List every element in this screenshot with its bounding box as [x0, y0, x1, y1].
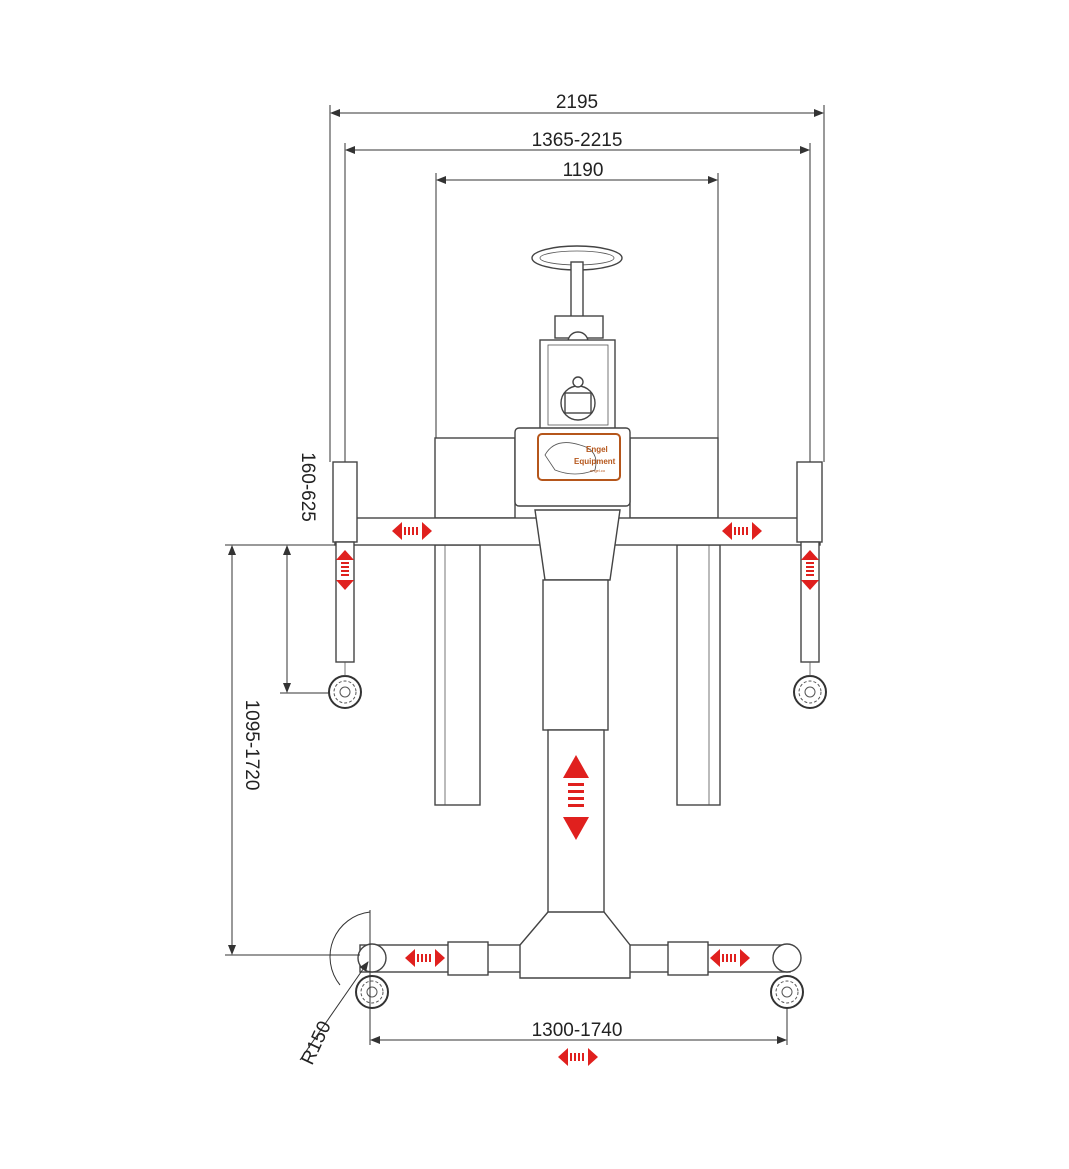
- logo-text-1: Engel: [586, 445, 608, 454]
- dim-label-r150: R150: [297, 1018, 335, 1068]
- outer-leg-left: [328, 461, 362, 709]
- dimension-lift-height: 1095-1720: [225, 544, 360, 956]
- outer-leg-right: [793, 461, 827, 709]
- steering-head: [531, 245, 623, 431]
- dim-label-leg-height: 160-625: [297, 452, 318, 522]
- dim-label-lift-height: 1095-1720: [241, 700, 262, 791]
- dim-label-2195: 2195: [556, 92, 598, 113]
- base-width-arrow-icon: [558, 1048, 598, 1066]
- dimension-base-width: 1300-1740: [370, 1008, 788, 1066]
- logo-tagline: engel.co: [590, 468, 606, 473]
- central-mast: [534, 509, 621, 916]
- logo-plate: Engel Equipment engel.co: [514, 427, 631, 507]
- logo-text-2: Equipment: [574, 457, 616, 466]
- dimension-overall-width: 2195: [329, 92, 825, 462]
- dim-label-1190: 1190: [563, 160, 604, 181]
- dimension-leg-height: 160-625: [280, 452, 335, 694]
- upper-frame: [434, 437, 721, 806]
- dim-label-leg-span: 1365-2215: [532, 130, 623, 151]
- lift-arrow-icon: [563, 755, 589, 840]
- dimension-leg-span: 1365-2215: [344, 130, 811, 462]
- base: [355, 911, 804, 1009]
- dim-label-base-width: 1300-1740: [532, 1020, 623, 1041]
- dimension-frame-width: 1190: [435, 160, 719, 440]
